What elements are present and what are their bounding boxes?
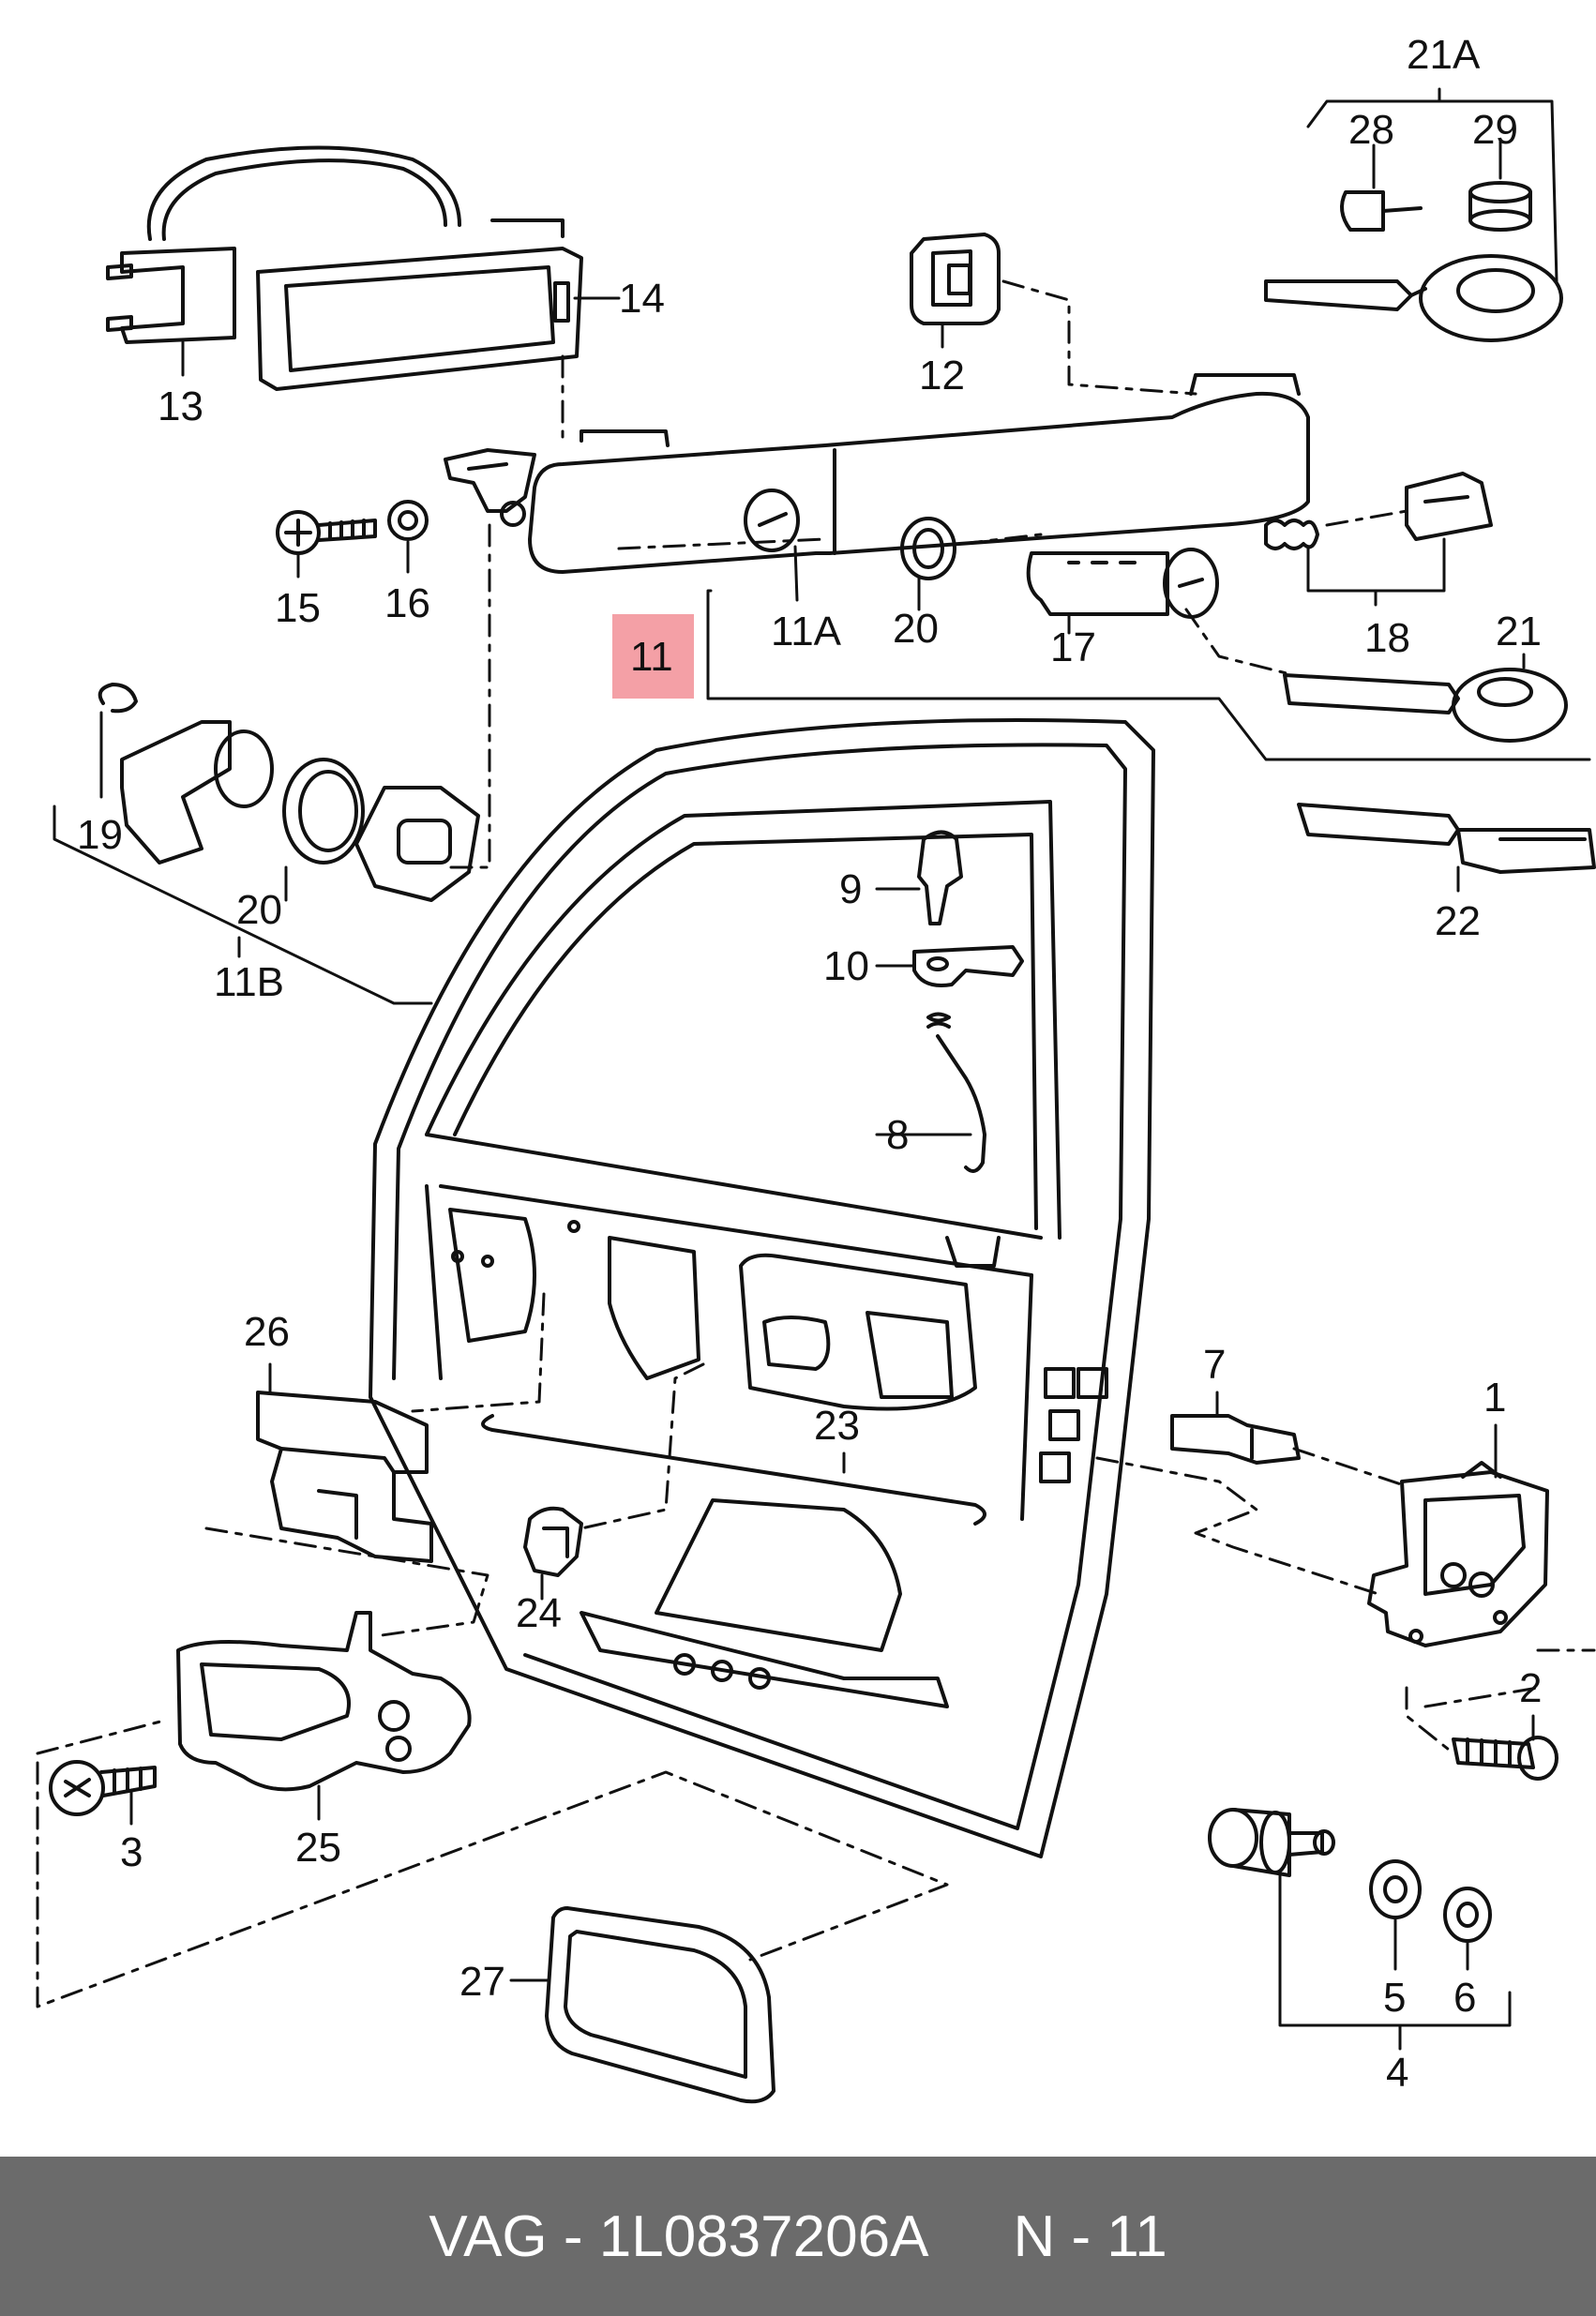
part-18: [1264, 472, 1493, 550]
dashed-guides: [36, 279, 1596, 2008]
key-21: [1283, 668, 1568, 743]
key-22: [1297, 803, 1596, 874]
callout-11b: 11B: [214, 959, 284, 1005]
outer-door-handle: [444, 373, 1310, 574]
clip-24: [523, 1506, 583, 1577]
callout-16: 16: [384, 580, 430, 626]
inner-handle-25: [176, 1611, 472, 1792]
handle-gasket-14: [256, 218, 583, 391]
callout-1: 1: [1483, 1375, 1506, 1421]
part-28: [1340, 190, 1423, 232]
callout-28: 28: [1348, 107, 1394, 153]
callout-9: 9: [839, 866, 862, 912]
screw-2: [1452, 1736, 1558, 1781]
part-13-clip: [106, 145, 461, 344]
callout-labels: 21A 28 29 14 13 12 15 16 11A 20 17 18 21…: [77, 32, 1542, 2096]
leader-lines: [53, 87, 1591, 2051]
callout-21a: 21A: [1407, 32, 1481, 78]
callout-7: 7: [1203, 1342, 1226, 1388]
part-5: [1369, 1859, 1422, 1919]
callout-27: 27: [459, 1959, 505, 2005]
assembly-11b: [98, 683, 480, 902]
screw-15: [276, 510, 377, 555]
rod-8: [926, 1012, 986, 1173]
part-10: [912, 945, 1024, 987]
door-lock-1: [1367, 1461, 1549, 1647]
callout-17: 17: [1050, 624, 1096, 670]
trim-frame-27: [545, 1906, 775, 2104]
foam-block-26: [256, 1391, 433, 1563]
washer-16: [387, 500, 429, 541]
screw-3: [49, 1760, 157, 1816]
part-9: [917, 830, 963, 925]
callout-19: 19: [77, 812, 123, 858]
callout-2: 2: [1519, 1665, 1542, 1711]
part-29: [1468, 181, 1532, 232]
callout-18: 18: [1364, 615, 1410, 661]
footer-bar: VAG - 1L0837206A N - 11: [0, 2157, 1596, 2316]
part-7: [1170, 1414, 1301, 1465]
callout-11: 11: [630, 634, 673, 680]
callout-20b: 20: [236, 887, 282, 933]
callout-29: 29: [1472, 107, 1518, 153]
lock-cylinder-17: [1026, 548, 1219, 619]
callout-13: 13: [158, 383, 203, 429]
key-21a: [1264, 254, 1563, 342]
part-12-clip: [910, 233, 1001, 325]
callout-5: 5: [1383, 1975, 1406, 2021]
callout-8: 8: [886, 1112, 909, 1158]
parts-diagram: 21A 28 29 14 13 12 15 16 11A 20 17 18 21…: [36, 32, 1596, 2104]
callout-10: 10: [823, 943, 869, 989]
callout-12: 12: [919, 353, 965, 399]
part-reference: VAG - 1L0837206A: [429, 2203, 929, 2269]
position-reference: N - 11: [1013, 2203, 1167, 2269]
door-frame: [369, 718, 1155, 1858]
callout-3: 3: [120, 1829, 143, 1875]
callout-14: 14: [619, 276, 665, 322]
callout-25: 25: [295, 1825, 341, 1871]
callout-11-highlight: [612, 614, 694, 699]
part-4-bolt: [1208, 1808, 1335, 1877]
part-6: [1443, 1887, 1492, 1943]
ring-20: [900, 517, 956, 580]
callout-21: 21: [1496, 609, 1542, 654]
callout-24: 24: [516, 1590, 562, 1636]
callout-4: 4: [1386, 2050, 1408, 2096]
callout-26: 26: [244, 1309, 290, 1355]
callout-15: 15: [275, 585, 321, 631]
callout-23: 23: [814, 1403, 860, 1449]
callout-22: 22: [1435, 898, 1481, 944]
callout-11a: 11A: [771, 609, 842, 654]
callout-20a: 20: [893, 606, 939, 652]
callout-6: 6: [1453, 1975, 1476, 2021]
